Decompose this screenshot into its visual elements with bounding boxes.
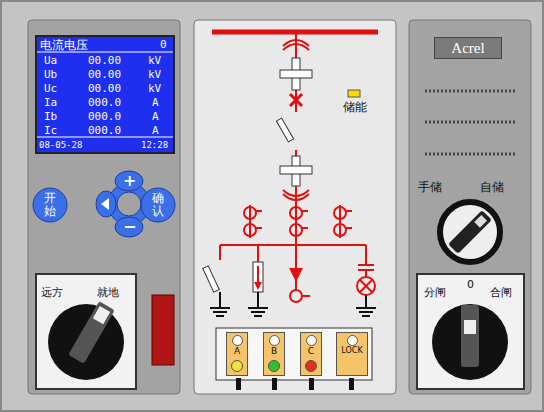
lcd-reading: 00.00 [88,83,121,94]
node-text: Acrel [451,41,484,56]
panel-label: 储能 [343,101,367,113]
indicator-lamp [305,360,317,372]
indicator-lamp [232,335,243,346]
lcd-reading: Ia [44,97,57,108]
lcd-reading: A [152,111,159,122]
indicator-lamp [231,360,243,372]
lcd-reading: 000.0 [88,111,121,122]
lcd-reading: Ua [44,55,57,66]
indicator-lamp [347,335,358,346]
node-text: LOCK [341,347,362,355]
node-text: 合闸 [490,287,512,298]
lcd-reading: 电流电压 [40,39,88,51]
node-text: 确认 [152,192,164,218]
lcd-reading: kV [148,55,161,66]
lcd-reading: 12:28 [141,141,168,150]
lcd-reading: 0 [160,39,167,50]
lcd-reading: A [152,125,159,136]
lcd-reading: 00.00 [88,55,121,66]
node-text: A [234,347,240,356]
lcd-reading: 000.0 [88,125,121,136]
start-button: 开始 [33,188,67,222]
lcd-reading: Ub [44,69,57,80]
lcd-reading: kV [148,69,161,80]
lcd-reading: Ic [44,125,57,136]
node-text: 分闸 [424,287,446,298]
node-text: C [308,347,314,356]
indicator-lamp [306,335,317,346]
lcd-reading: Uc [44,83,57,94]
node-text: 0 [467,279,474,290]
remote-local-switch: 远方 就地 [37,275,135,305]
node-text: 远方 [41,287,63,298]
lcd-reading: 08-05-28 [39,141,82,150]
panel-label: 手储 [418,181,442,193]
lcd-reading: kV [148,83,161,94]
panel-label: + [123,173,136,189]
confirm-button: 确认 [141,188,175,222]
node-text: 开始 [44,192,56,218]
indicator-lamp [268,360,280,372]
lcd-reading: A [152,97,159,108]
lcd-reading: Ib [44,111,57,122]
lcd-reading: 00.00 [88,69,121,80]
phase-button: C [300,332,322,376]
brand-logo: Acrel [434,37,502,59]
panel-label: 自储 [480,181,504,193]
node-text: B [271,347,277,356]
open-close-switch: 分闸 0 合闸 [418,275,523,305]
phase-button: B [263,332,285,376]
panel-label: − [123,219,136,235]
phase-button: A [226,332,248,376]
lock-button: LOCK [336,332,368,376]
node-text: 就地 [97,287,119,298]
indicator-lamp [269,335,280,346]
lcd-reading: 000.0 [88,97,121,108]
